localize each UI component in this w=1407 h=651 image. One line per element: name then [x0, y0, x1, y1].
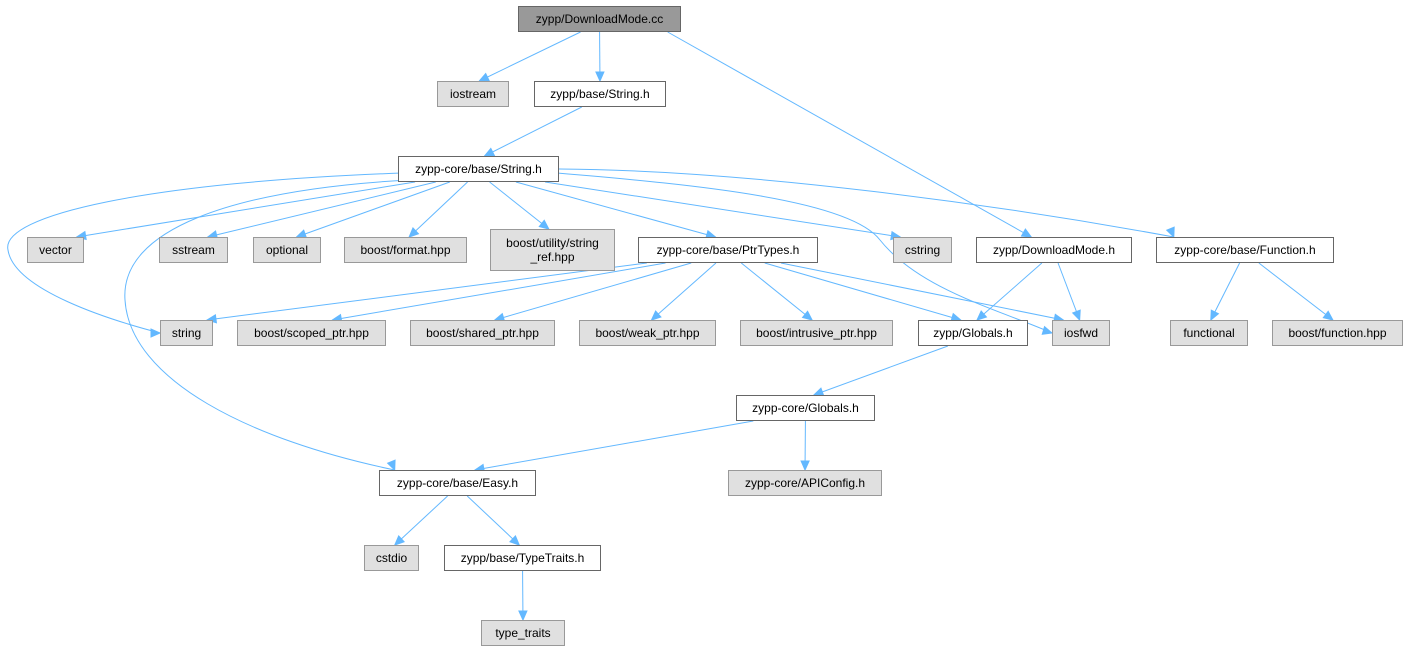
- node-zypp-core-base-ptrtypes-h[interactable]: zypp-core/base/PtrTypes.h: [638, 237, 818, 263]
- node-boost-weak-ptr-hpp[interactable]: boost/weak_ptr.hpp: [579, 320, 716, 346]
- edge-easy-to-typetraits: [466, 495, 520, 546]
- edge-zcstring-to-optional: [296, 181, 450, 238]
- arrowhead: [518, 610, 528, 622]
- node-type-traits[interactable]: type_traits: [481, 620, 565, 646]
- edge-ptrtypes-to-iosfwd: [780, 262, 1064, 321]
- node-zypp-core-base-easy-h[interactable]: zypp-core/base/Easy.h: [379, 470, 536, 496]
- edge-zcstring-to-iosfwd: [556, 172, 1053, 334]
- node-boost-intrusive-ptr-hpp[interactable]: boost/intrusive_ptr.hpp: [740, 320, 893, 346]
- arrowhead: [595, 71, 605, 83]
- arrowhead: [1210, 309, 1220, 322]
- node-root-downloadmode-cc[interactable]: zypp/DownloadMode.cc: [518, 6, 681, 32]
- edge-root-to-iostream: [479, 31, 581, 82]
- node-sstream[interactable]: sstream: [159, 237, 228, 263]
- node-boost-format-hpp[interactable]: boost/format.hpp: [344, 237, 467, 263]
- node-boost-scoped-ptr-hpp[interactable]: boost/scoped_ptr.hpp: [237, 320, 386, 346]
- arrowhead: [386, 459, 396, 472]
- node-cstring[interactable]: cstring: [893, 237, 952, 263]
- edge-dlmode-to-zglobals: [976, 262, 1043, 321]
- node-boost-shared-ptr-hpp[interactable]: boost/shared_ptr.hpp: [410, 320, 555, 346]
- arrowhead: [509, 535, 521, 546]
- arrowhead: [483, 147, 496, 157]
- edge-function-to-bfunction: [1258, 262, 1334, 321]
- node-zypp-core-base-string-h[interactable]: zypp-core/base/String.h: [398, 156, 559, 182]
- edge-dlmode-to-iosfwd: [1057, 262, 1081, 321]
- arrowhead: [1165, 226, 1175, 239]
- edge-ptrtypes-to-bscoped: [332, 262, 666, 321]
- arrowhead: [650, 310, 662, 321]
- edge-ptrtypes-to-zglobals: [764, 262, 961, 321]
- edge-root-to-dlmode: [667, 31, 1032, 238]
- node-iosfwd[interactable]: iosfwd: [1052, 320, 1110, 346]
- arrowhead: [1041, 325, 1054, 335]
- edge-function-to-functional: [1210, 262, 1241, 321]
- node-zypp-globals-h[interactable]: zypp/Globals.h: [918, 320, 1028, 346]
- edge-zcglobals-to-easy: [474, 420, 754, 471]
- edge-zcstring-to-function: [558, 168, 1174, 238]
- node-zypp-core-globals-h[interactable]: zypp-core/Globals.h: [736, 395, 875, 421]
- edge-ptrtypes-to-bintrusive: [740, 262, 813, 321]
- node-functional[interactable]: functional: [1170, 320, 1248, 346]
- edge-zcstring-to-bstrref: [489, 181, 550, 230]
- edge-zcstring-to-string: [7, 172, 403, 334]
- node-boost-function-hpp[interactable]: boost/function.hpp: [1272, 320, 1403, 346]
- node-iostream[interactable]: iostream: [437, 81, 509, 107]
- edge-zcstring-to-cstring: [545, 181, 901, 238]
- edge-zcstring-to-sstream: [207, 181, 436, 238]
- arrowhead: [1020, 228, 1033, 238]
- edge-ptrtypes-to-string: [206, 262, 647, 321]
- node-boost-utility-string-ref-hpp[interactable]: boost/utility/string _ref.hpp: [490, 229, 615, 271]
- edge-easy-to-cstdio: [394, 495, 448, 546]
- node-optional[interactable]: optional: [253, 237, 321, 263]
- edge-ptrtypes-to-bweak: [651, 262, 717, 321]
- node-zypp-base-typetraits-h[interactable]: zypp/base/TypeTraits.h: [444, 545, 601, 571]
- arrowhead: [1322, 310, 1334, 321]
- arrowhead: [976, 310, 988, 321]
- edge-zcstring-to-easy: [124, 179, 409, 471]
- node-zypp-core-base-function-h[interactable]: zypp-core/base/Function.h: [1156, 237, 1334, 263]
- arrowhead: [538, 219, 550, 230]
- arrowhead: [393, 535, 406, 546]
- edge-zcstring-to-bformat: [408, 181, 468, 238]
- node-vector[interactable]: vector: [27, 237, 84, 263]
- node-zypp-base-string-h[interactable]: zypp/base/String.h: [534, 81, 666, 107]
- arrowhead: [801, 310, 814, 321]
- arrowhead: [1071, 309, 1081, 322]
- node-zypp-downloadmode-h[interactable]: zypp/DownloadMode.h: [976, 237, 1132, 263]
- node-string[interactable]: string: [160, 320, 213, 346]
- node-cstdio[interactable]: cstdio: [364, 545, 419, 571]
- arrowhead: [408, 227, 420, 238]
- edge-zcstring-to-vector: [76, 181, 416, 238]
- edge-zglobals-to-zcglobals: [813, 345, 949, 396]
- edge-zstring-to-zcstring: [484, 106, 583, 157]
- node-zypp-core-apiconfig-h[interactable]: zypp-core/APIConfig.h: [728, 470, 882, 496]
- arrowhead: [800, 460, 810, 472]
- edge-zcstring-to-ptrtypes: [515, 181, 716, 238]
- arrowhead: [478, 72, 490, 82]
- edge-ptrtypes-to-bshared: [494, 262, 692, 321]
- arrowhead: [150, 328, 162, 338]
